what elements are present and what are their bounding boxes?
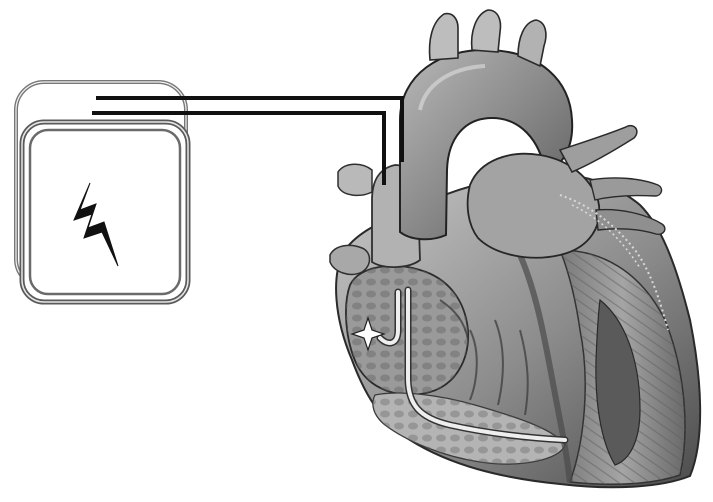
pulmonary-vein-left	[330, 245, 370, 274]
aortic-branch-2	[472, 10, 501, 52]
device-outline-front	[22, 122, 188, 302]
vessel-stub-left	[338, 164, 372, 195]
heart-illustration	[330, 10, 700, 487]
aortic-branch-1	[430, 14, 458, 60]
